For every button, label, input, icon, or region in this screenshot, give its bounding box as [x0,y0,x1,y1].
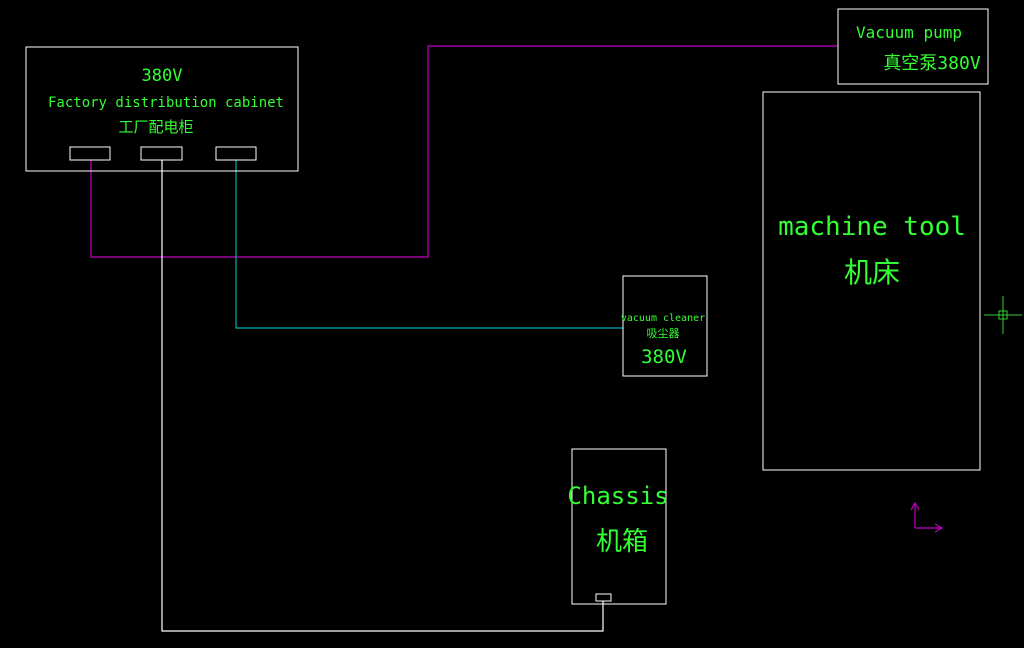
wire-cabinet-to-vacuum-cleaner [235,160,623,329]
vacuum-cleaner[interactable]: vacuum cleaner 吸尘器 380V [621,275,708,377]
vacuum-pump-outline [837,8,989,85]
cabinet-name-cn: 工厂配电柜 [118,118,193,136]
machine-tool-outline [762,91,981,471]
vacuum-cleaner-name-en: vacuum cleaner [621,313,705,324]
wire-cabinet-to-chassis [161,160,604,632]
chassis-name-cn: 机箱 [596,527,648,557]
machine-tool-name-en: machine tool [778,212,966,242]
vacuum-cleaner-name-cn: 吸尘器 [647,327,680,340]
chassis-outline [571,448,667,605]
cabinet-outline [25,46,299,172]
cabinet-outlet-3[interactable] [215,146,257,161]
chassis-name-en: Chassis [567,482,668,510]
machine-tool[interactable]: machine tool 机床 [762,91,981,471]
chassis-connector[interactable] [595,593,612,602]
vacuum-pump-name-en: Vacuum pump [856,23,962,42]
vacuum-cleaner-outline [622,275,708,377]
distribution-cabinet[interactable]: 380V Factory distribution cabinet 工厂配电柜 [25,46,299,172]
machine-tool-name-cn: 机床 [844,256,900,289]
ucs-axis-icon [910,501,944,533]
cabinet-outlet-2[interactable] [140,146,183,161]
chassis[interactable]: Chassis 机箱 [567,448,669,605]
vacuum-pump-name-cn: 真空泵380V [883,53,981,74]
cabinet-voltage-label: 380V [142,66,183,86]
cabinet-name-en: Factory distribution cabinet [48,95,284,111]
cabinet-outlet-1[interactable] [69,146,111,161]
wire-cabinet-to-vacuum-pump [90,45,838,258]
crosshair-cursor-icon [984,296,1022,334]
vacuum-cleaner-voltage: 380V [641,346,687,368]
vacuum-pump[interactable]: Vacuum pump 真空泵380V [837,8,989,85]
